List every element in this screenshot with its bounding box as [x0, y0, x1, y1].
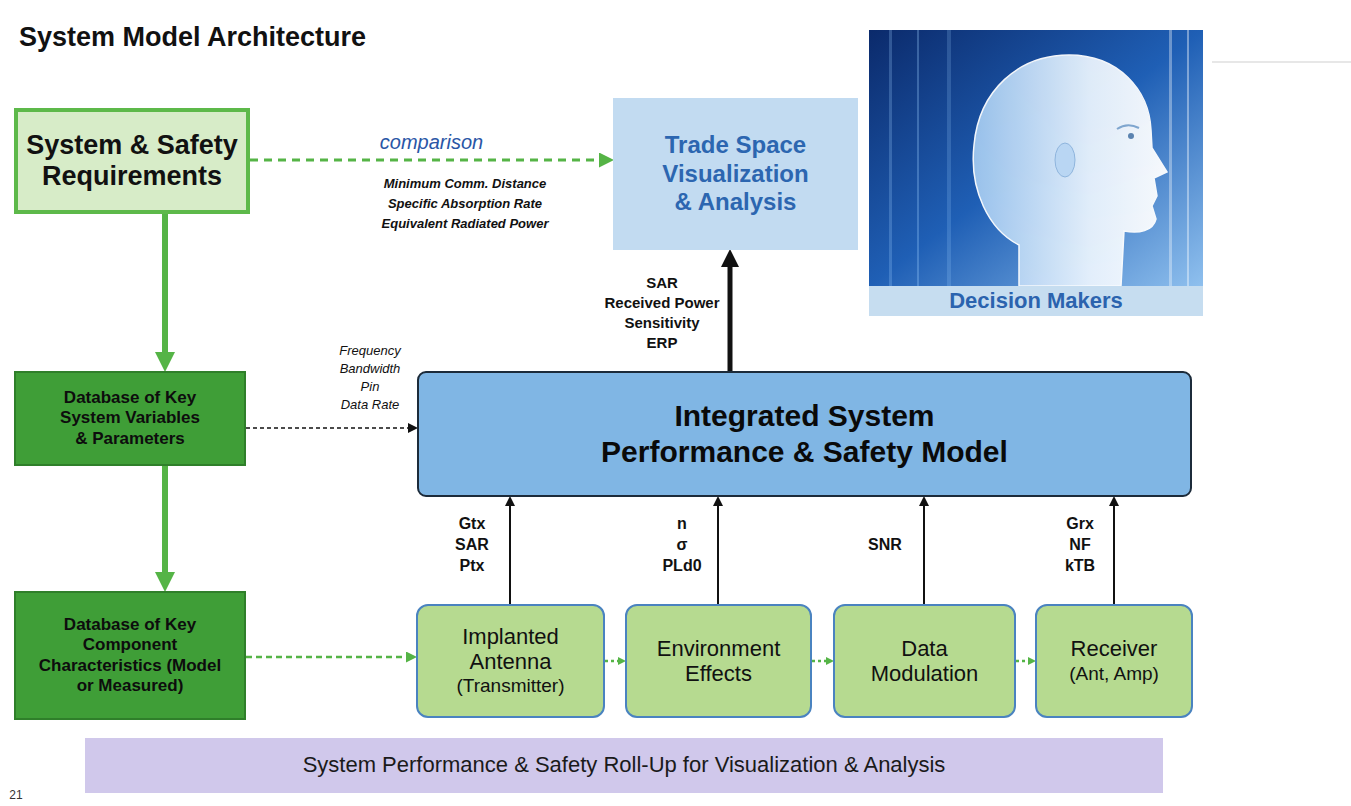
output-label: Sensitivity	[624, 314, 699, 332]
requirement-label: Minimum Comm. Distance	[384, 176, 547, 192]
parameter-label: Frequency	[339, 343, 400, 359]
page-number: 21	[9, 788, 22, 802]
node-text: Decision Makers	[869, 286, 1203, 316]
signal-label: σ	[677, 535, 688, 554]
signal-label: SNR	[868, 535, 902, 554]
title: System Model Architecture	[19, 22, 366, 53]
node-text: Trade Space Visualization & Analysis	[653, 131, 818, 217]
node-text: Integrated System Performance & Safety M…	[590, 398, 1020, 470]
dashed-arrow	[812, 660, 826, 663]
signal-label: SAR	[455, 535, 489, 554]
node-text: System & Safety Requirements	[26, 130, 238, 192]
head-illustration	[869, 30, 1203, 286]
node-text: Database of Key Component Characteristic…	[30, 615, 230, 697]
parameter-label: Pin	[361, 379, 380, 395]
node-text: Environment Effects	[644, 636, 794, 687]
component-box: Receiver(Ant, Amp)	[1035, 604, 1193, 718]
dashed-arrow	[246, 656, 406, 659]
dashed-arrow	[250, 159, 599, 162]
requirement-label: Equivalent Radiated Power	[382, 216, 549, 232]
flow-arrow	[1113, 506, 1115, 604]
output-label: SAR	[646, 274, 678, 292]
edge-label: comparison	[377, 130, 486, 154]
requirement-label: Specific Absorption Rate	[388, 196, 542, 212]
node-subtext: (Ant, Amp)	[1069, 662, 1159, 686]
summary-band: System Performance & Safety Roll-Up for …	[85, 738, 1163, 793]
output-label: ERP	[647, 334, 678, 352]
flow-arrow	[162, 214, 168, 352]
dashed-arrow	[246, 427, 408, 429]
signal-label: Grx	[1066, 514, 1094, 533]
requirements-box: System & Safety Requirements	[14, 108, 250, 214]
component-box: Data Modulation	[833, 604, 1016, 718]
flow-arrow	[717, 506, 719, 604]
analysis-box: Trade Space Visualization & Analysis	[613, 98, 858, 250]
signal-label: Ptx	[460, 556, 485, 575]
signal-label: kTB	[1065, 556, 1095, 575]
parameter-label: Data Rate	[341, 397, 400, 413]
node-text: System Performance & Safety Roll-Up for …	[303, 752, 946, 778]
signal-label: Gtx	[459, 514, 486, 533]
component-box: Environment Effects	[625, 604, 812, 718]
database-box: Database of Key System Variables & Param…	[14, 371, 246, 466]
flow-arrow	[728, 267, 733, 371]
flow-arrow	[923, 506, 925, 604]
node-subtext: (Transmitter)	[456, 674, 564, 698]
dashed-arrow	[605, 660, 618, 663]
flow-arrow	[162, 466, 168, 572]
model-box: Integrated System Performance & Safety M…	[417, 371, 1192, 497]
signal-label: PLd0	[662, 556, 701, 575]
signal-label: n	[677, 514, 687, 533]
decision-makers-panel: Decision Makers	[869, 30, 1203, 316]
component-box: Implanted Antenna(Transmitter)	[416, 604, 605, 718]
database-box: Database of Key Component Characteristic…	[14, 591, 246, 720]
output-label: Received Power	[604, 294, 719, 312]
signal-label: NF	[1069, 535, 1090, 554]
rule-line	[1212, 62, 1351, 63]
node-text: Implanted Antenna	[436, 624, 586, 675]
dashed-arrow	[1016, 660, 1028, 663]
node-text: Data Modulation	[850, 636, 1000, 687]
node-text: Database of Key System Variables & Param…	[55, 388, 205, 449]
flow-arrow	[509, 506, 511, 604]
parameter-label: Bandwidth	[340, 361, 401, 377]
node-text: Receiver	[1071, 636, 1158, 661]
